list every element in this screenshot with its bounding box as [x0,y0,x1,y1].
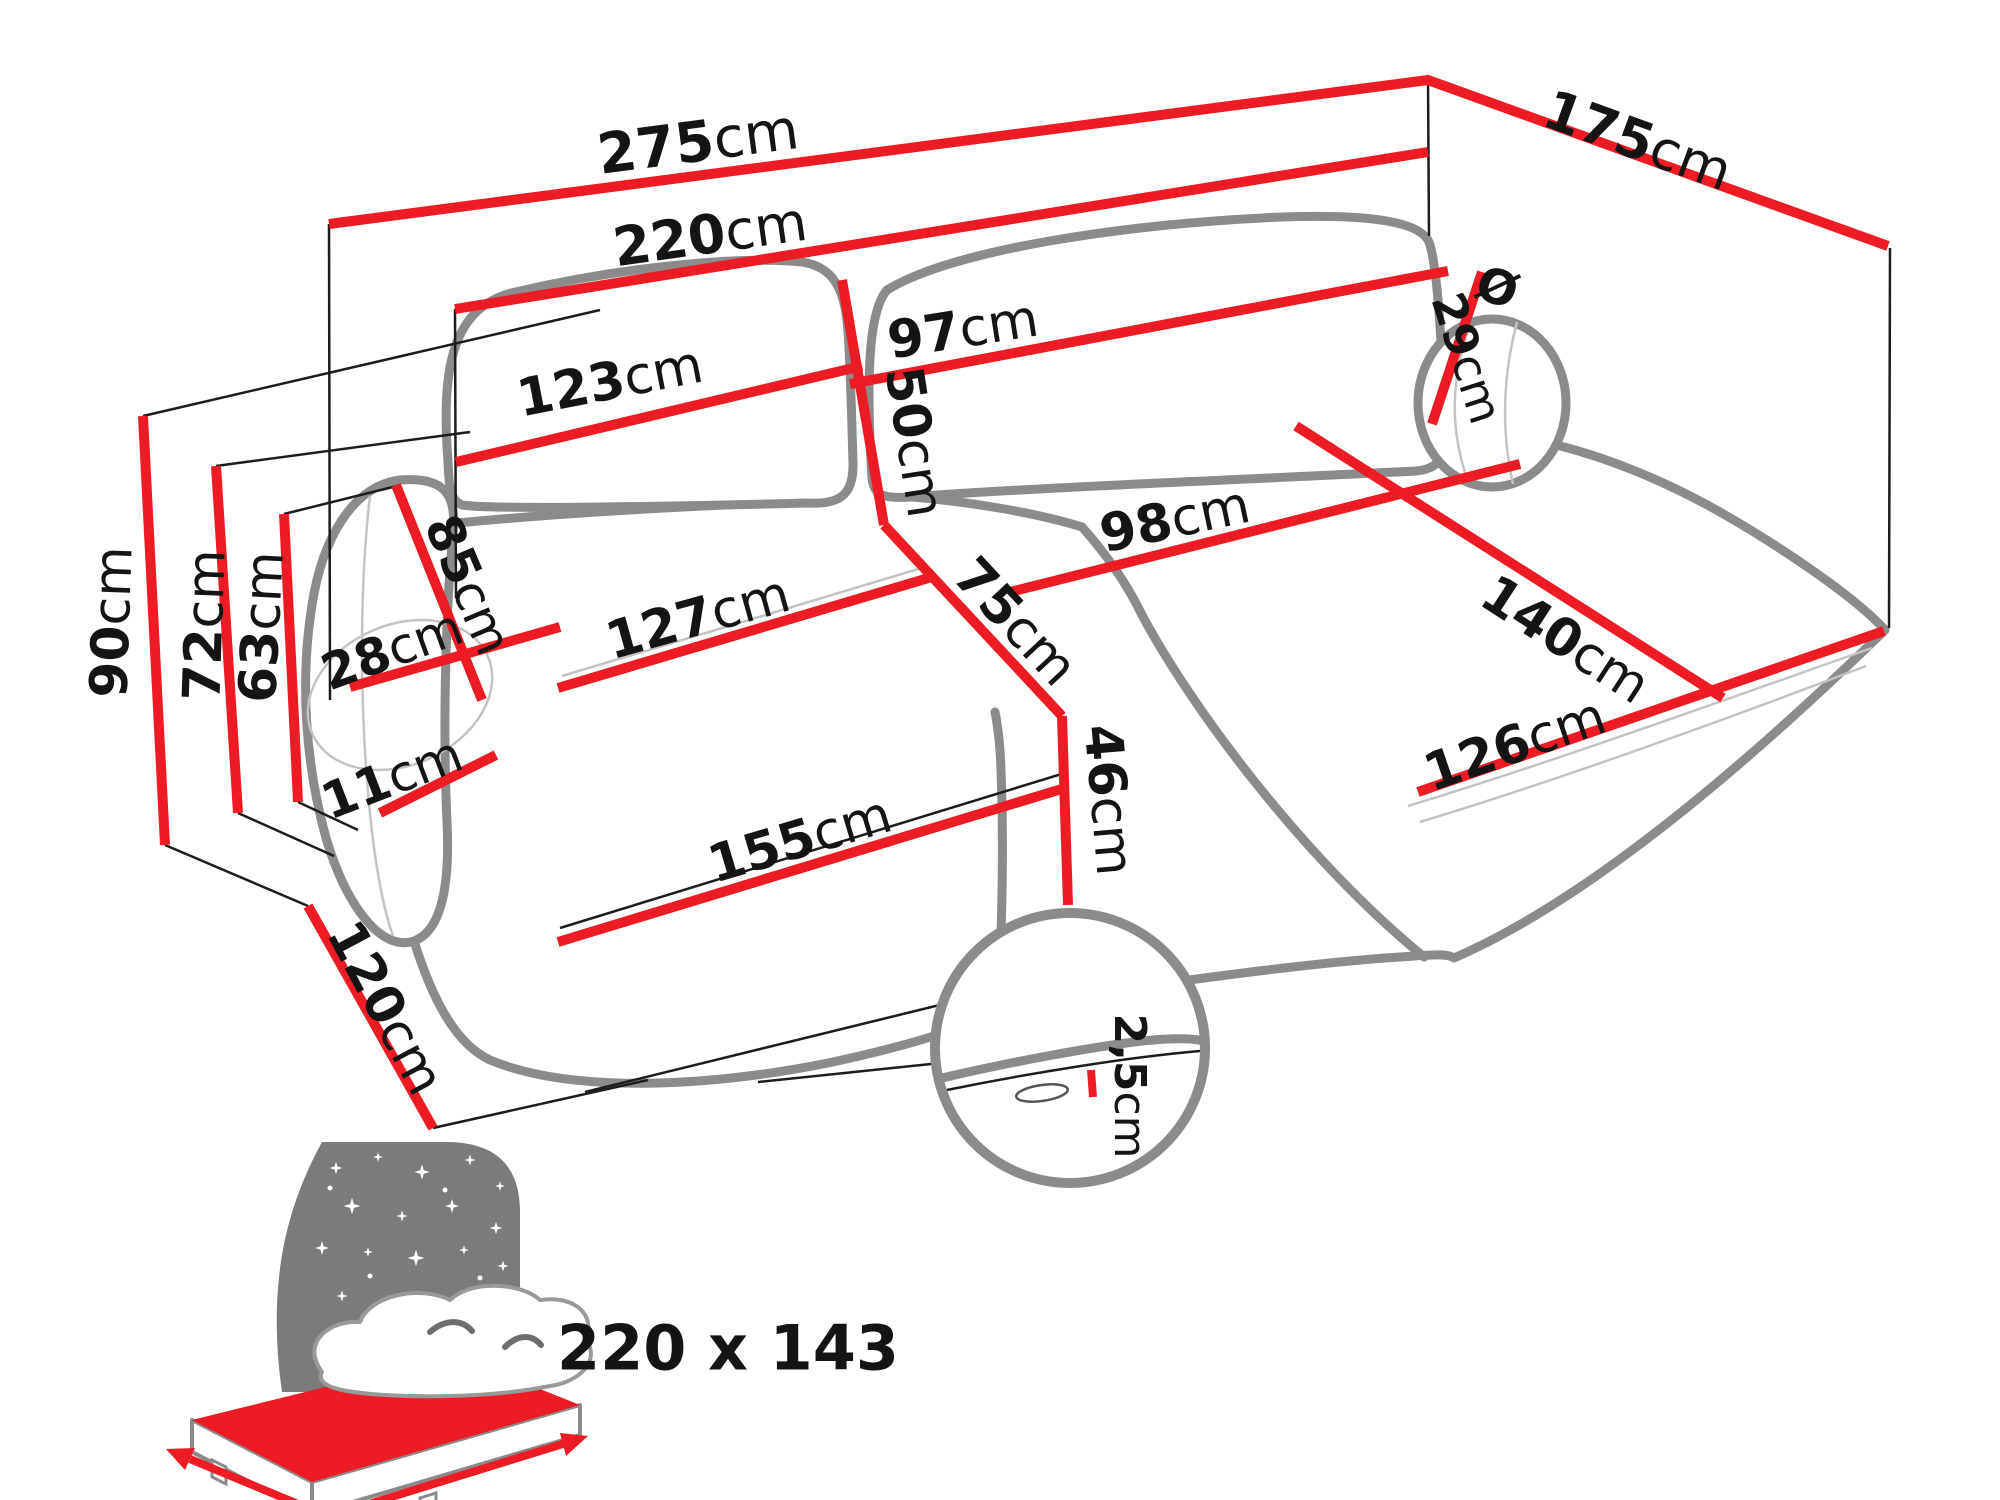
dim-line-90 [138,415,170,846]
bed-arrow-left-line [188,1455,299,1500]
bracket-120-bottom [432,1078,649,1130]
dim-line-98 [1008,459,1522,597]
dim-line-46 [1057,715,1073,906]
dim-label-275: 275cm [593,97,802,188]
dim-label-175: 175cm [1536,77,1741,203]
dim-line-127 [556,572,934,693]
dim-line-85 [391,483,487,702]
dim-label-63: 63cm [228,550,296,705]
dim-label-72: 72cm [172,548,237,702]
dimension-lines [138,74,1890,1131]
dim-line-2-5 [1087,1069,1097,1098]
dim-line-28 [348,622,562,692]
bed-arrow-right-head [560,1433,588,1456]
projection-220-left [453,308,458,599]
projection-lines [142,79,1892,1130]
dim-line-63 [279,513,303,803]
dim-label-126: 126cm [1416,686,1613,804]
seat-tuck-seam [561,564,929,678]
dim-label-127: 127cm [599,564,796,672]
dim-line-29 [1427,270,1487,426]
dim-line-50 [837,279,889,526]
dim-line-123 [454,361,864,467]
dim-line-220 [454,147,1429,314]
dimension-labels: 275cm 220cm 175cm 97cm 123cm 50cm 85cm 2… [79,77,1740,1158]
detail-seam-lens [1014,1083,1070,1103]
armrest-seam-1 [360,495,395,937]
bracket-72-top [215,430,471,468]
dim-line-120 [303,903,438,1131]
projection-275-corner [1426,79,1431,237]
projection-175-right [1887,247,1892,629]
dim-line-72 [211,465,243,814]
bed-duvet [312,1283,593,1399]
bed-arrow-left-head [166,1448,195,1470]
dim-line-126 [1416,626,1886,797]
seat-front-top-edge [559,770,1069,930]
dim-line-75 [880,521,1066,720]
detail-circle [930,908,1210,1188]
armrest-seam-2 [306,618,494,772]
bracket-63-top [283,484,398,516]
dim-line-140 [1293,421,1726,703]
dim-label-50: 50cm [873,362,956,521]
bracket-63-bottom [297,800,359,832]
pillow-seam-1 [1453,324,1472,483]
dim-line-97 [849,266,1449,389]
projection-275-left [327,223,332,701]
bed-expand-arrows [166,1433,588,1500]
dim-label-97: 97cm [883,289,1042,372]
detail-leader-1 [584,998,961,1094]
bed-mattress-front-face [190,1418,314,1500]
chaise-top-right-edge [1543,438,1890,635]
bed-mattress-leg-2 [418,1490,438,1500]
bracket-72-bottom [237,811,335,858]
detail-seat-edge [937,1034,1208,1083]
dim-line-11 [377,750,499,818]
dim-label-46: 46cm [1072,722,1145,878]
dim-line-155 [556,783,1067,947]
dim-label-220: 220cm [609,189,811,279]
sleeping-area-label: 220 x 143 [557,1312,899,1385]
chaise-edge-seam-1 [1407,646,1873,808]
detail-leader-2 [757,1060,951,1084]
dim-label-90: 90cm [79,545,144,699]
dim-line-275-175 [328,74,1890,251]
bracket-90-bottom [164,843,309,908]
bracket-90-top [142,308,601,418]
dim-label-75: 75cm [941,546,1088,698]
bed-curtain-swoosh [258,1142,322,1392]
bed-sleeper-mark-1 [427,1319,475,1335]
chaise-edge-seam-2 [1419,664,1867,824]
detail-thin-edge [946,1049,1201,1092]
bed-icon: 220 x 143 [166,1142,899,1500]
dim-label-98: 98cm [1095,475,1256,565]
dim-label-155: 155cm [701,785,898,896]
bed-sleeper-mark-2 [502,1334,544,1350]
dim-label-2-5: 2,5cm [1105,1013,1156,1158]
bed-arrow-right-line [368,1439,568,1500]
